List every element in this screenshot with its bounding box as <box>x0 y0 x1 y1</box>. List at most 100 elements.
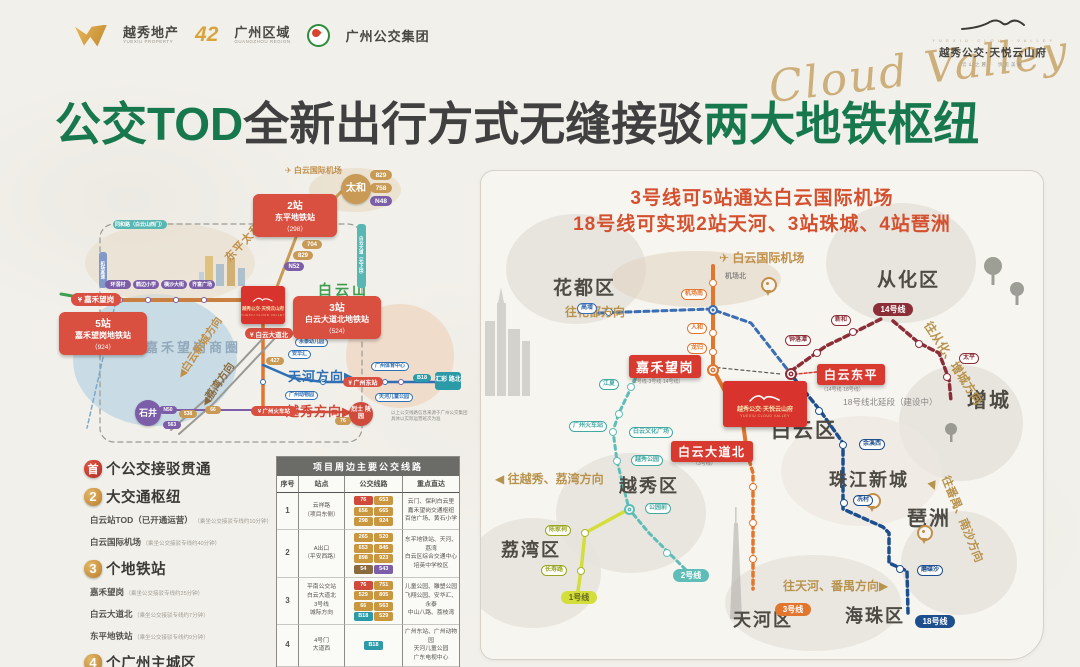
district-blob <box>611 251 781 307</box>
mountain-logo-icon <box>252 297 273 303</box>
metro-station-callout: 2站东平地铁站（298） <box>253 194 337 237</box>
station-marker <box>260 379 266 385</box>
map-poi-chip: 天河儿童公园 <box>375 393 414 403</box>
list-item-number: 2 <box>84 487 102 506</box>
bus-route-chip: 898 <box>353 554 373 563</box>
transit-line <box>261 363 455 384</box>
map-station-box: 汇彩 路北 <box>435 372 461 390</box>
list-sub-main: 嘉禾望岗 <box>90 587 125 597</box>
map-station-pill: 18号线 <box>915 615 955 628</box>
building-silhouette <box>216 264 224 286</box>
location-pin-icon <box>917 525 933 544</box>
bus-route-chip: 54 <box>353 564 373 574</box>
bus-route-chip: B18 <box>364 640 383 650</box>
bus-route-chip: 653 <box>374 496 394 505</box>
mountain-logo-icon <box>749 394 780 402</box>
metro-hub-box: 嘉禾望岗 <box>629 355 702 378</box>
table-cell-stop: 云祥路 （项目东侧） <box>299 493 345 530</box>
station-marker <box>709 348 717 356</box>
station-marker <box>605 308 613 316</box>
map-poi-chip: 新和 <box>831 315 852 326</box>
map-terminus-circle: 太和 <box>341 174 371 204</box>
table-cell-stop: 4号门 大道西 <box>299 625 345 667</box>
map-label: 越秀方向▶ <box>286 404 353 419</box>
metro-map-title-line2: 18号线可实现2站天河、3站珠城、4站琶洲 <box>573 214 951 235</box>
bus-group-logo-icon <box>306 24 330 47</box>
station-marker <box>663 549 671 557</box>
station-marker <box>398 379 404 385</box>
list-item-title: 个公交接驳贯通 <box>106 462 211 478</box>
tree-silhouettes <box>945 257 1024 442</box>
station-marker <box>145 297 151 303</box>
bus-route-chip: 653 <box>353 543 373 553</box>
bus-route-chip: 845 <box>374 543 394 553</box>
station-marker <box>915 340 923 348</box>
bus-route-chip: 265 <box>353 533 373 542</box>
map-station-pill: 齐富广场 <box>189 280 215 289</box>
map-poi-chip: 越秀公园 <box>631 455 664 466</box>
map-station-pill: 2号线 <box>673 569 709 582</box>
list-item: 4个广州主城区10余条公交线路通往白云新城、荔湾、越秀、天河等区域 （以上信息来… <box>84 652 274 667</box>
map-station-pill: 538 <box>179 410 197 418</box>
title-segment: 公交TOD <box>55 98 244 150</box>
callout-line: 2站 <box>287 201 303 212</box>
table-cell-dest: 广州东站、广州动物园 天河儿童公园 广东电视中心 <box>403 625 459 667</box>
map-label: ✈ 白云国际机场 <box>719 251 805 265</box>
map-label: 以上公交线路信息来源于广州公交集团 具体以实际运营班次为准 <box>391 410 468 421</box>
bus-route-chip: 529 <box>374 612 394 621</box>
map-poi-chip: 长寿路 <box>541 565 568 576</box>
station-marker <box>577 567 585 575</box>
project-name-en: YUEXIU CLOUD VALLEY <box>740 413 790 418</box>
map-label: 18号线北延段（建设中） <box>843 397 938 407</box>
map-poi-chip: 广州体育中心 <box>371 362 410 372</box>
bus-route-chip: 529 <box>353 591 373 600</box>
table-cell-dest: 东平地铁站、天河、荔湾 白云区综合交通中心 培英中学校区 <box>403 530 459 578</box>
brand-name: 越秀公交·天悦云山府 <box>939 47 1047 59</box>
list-sub-note: （乘坐公交接驳专线约9分钟） <box>132 635 209 641</box>
map-station-pill: Ұ 广州火车站 <box>251 406 297 416</box>
region-text: 广州区域 <box>234 25 291 41</box>
map-poi-chip: 广州动物园 <box>285 391 319 401</box>
list-sub-note: （乘坐公交接驳专线约10分钟） <box>192 519 272 525</box>
map-station-pill: 427 <box>266 357 284 365</box>
map-poi-chip: 磨碟沙 <box>917 565 944 576</box>
callout-line: （298） <box>283 226 307 233</box>
bus-route-chip: 298 <box>353 517 373 526</box>
station-marker <box>320 379 326 385</box>
list-sub-main: 白云国际机场 <box>90 537 142 547</box>
list-sub-row: 白云大道北 （乘坐公交接驳专线约7分钟） <box>90 603 274 623</box>
list-sub-main: 白云大道北 <box>90 609 133 619</box>
anniversary-42-logo: 42 <box>195 23 219 47</box>
station-marker <box>623 503 635 515</box>
project-brand: Y U E X I U · C L O U D · V A L L E Y 越秀… <box>928 16 1058 68</box>
map-label: （14号线·18号线） <box>821 387 864 393</box>
table-cell-buses: B18 <box>345 625 403 667</box>
map-terminus-circle: 烈士 陵园 <box>349 402 373 426</box>
map-station-pill: 758 <box>370 183 392 193</box>
map-poi-chip: 安华汇 <box>288 350 312 360</box>
district-blob <box>781 416 941 526</box>
transit-line <box>796 371 818 375</box>
map-poi-chip: 钟落潭 <box>785 335 812 346</box>
metro-map-title-line1: 3号线可5站通达白云国际机场 <box>630 188 894 209</box>
map-station-pill: Ұ 白云大道北 <box>245 328 293 339</box>
map-station-pill: N50 <box>159 406 177 414</box>
map-label: （3号线） <box>693 461 716 467</box>
station-marker <box>627 383 635 391</box>
map-label: （2号线·3号线·14号线） <box>629 379 684 385</box>
map-station-pill: 829 <box>370 170 392 180</box>
building-silhouette <box>199 272 204 286</box>
station-marker <box>609 428 617 436</box>
metro-hub-box: 白云东平 <box>817 364 886 385</box>
map-label: 花都区 <box>553 278 617 299</box>
metro-map-panel: 3号线可5站通达白云国际机场 18号线可实现2站天河、3站珠城、4站琶洲 花都区… <box>480 170 1044 660</box>
list-item-head: 首个公交接驳贯通 <box>84 458 274 479</box>
brand-sub: 云山之麓 · 悦见美好 <box>962 62 1024 67</box>
station-marker <box>943 373 951 381</box>
bus-route-chip: 76 <box>353 580 373 590</box>
